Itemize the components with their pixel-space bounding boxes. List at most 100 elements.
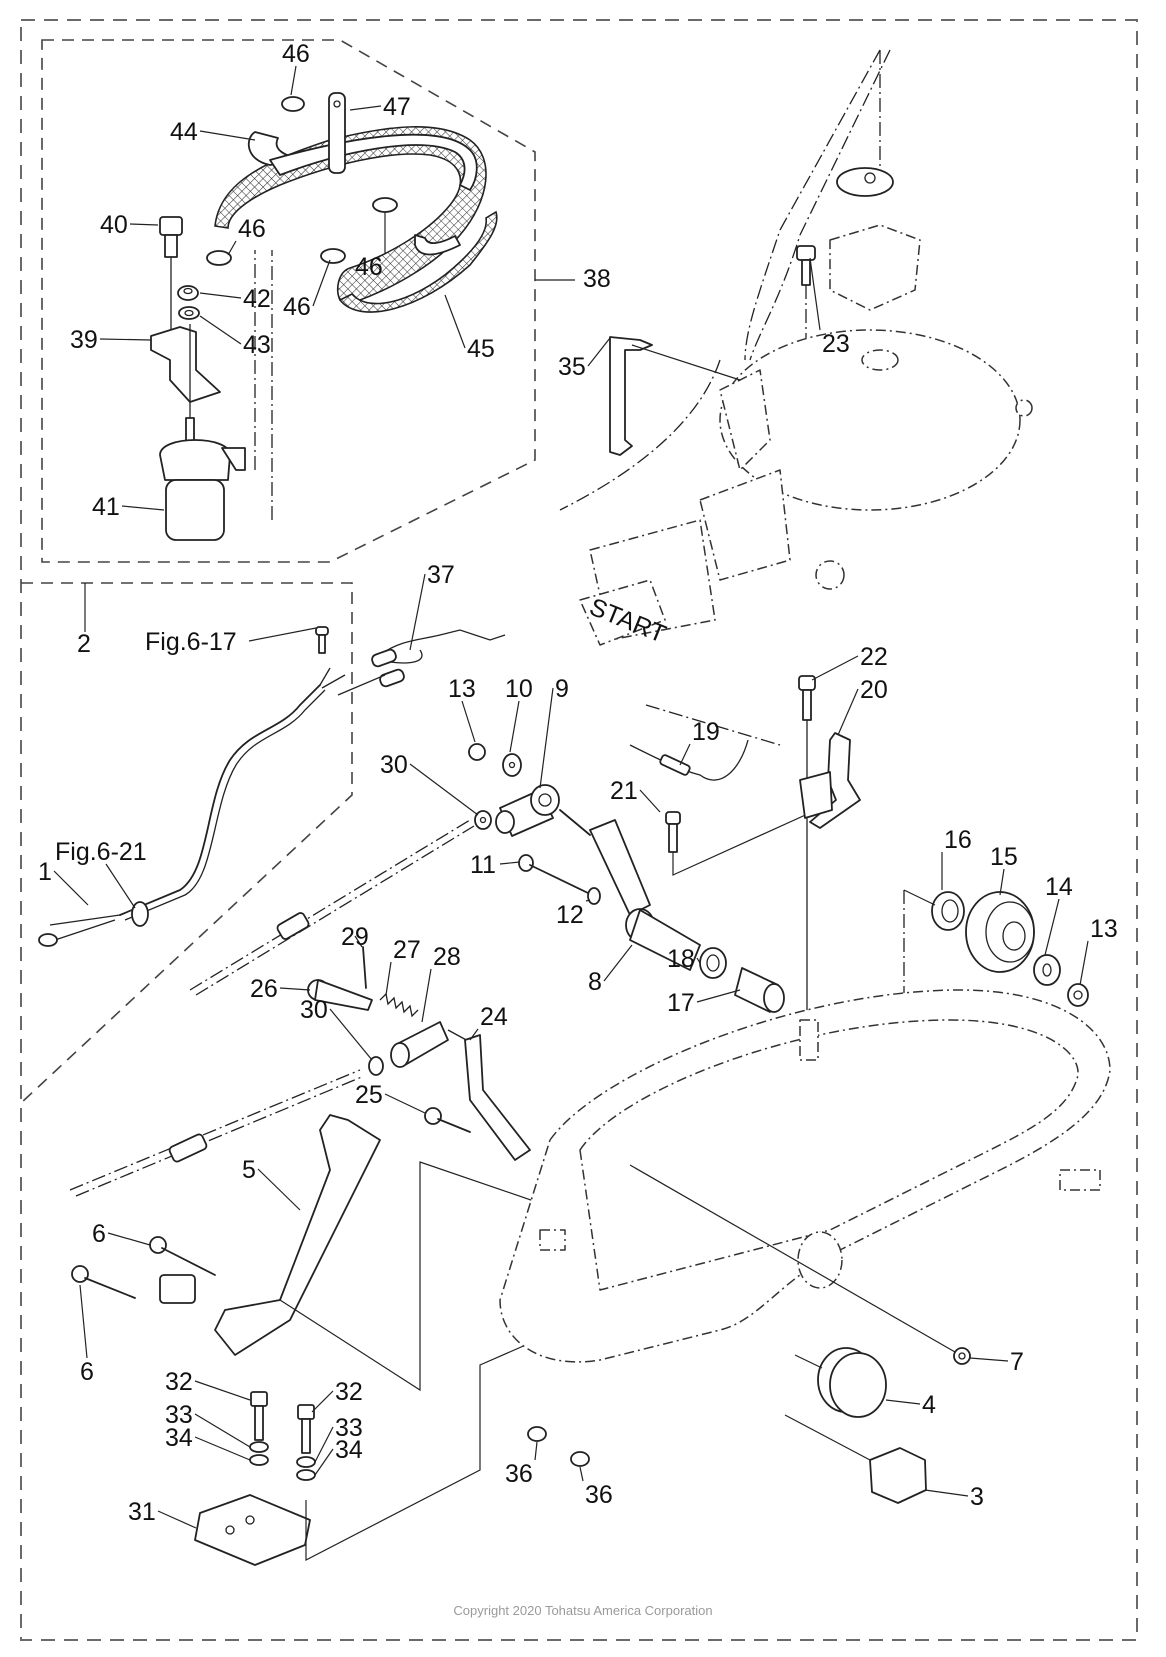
washer-30b [368,1056,384,1076]
leader-c36b [579,1466,584,1482]
leader-c5 [257,1168,301,1211]
callout-c15: 15 [990,843,1018,871]
leader-fig617 [248,627,317,642]
bolt-6b [71,1265,136,1299]
hose-clamp-46b [206,250,232,266]
leader-c43 [199,315,242,345]
callout-c6a: 6 [92,1220,106,1248]
leader-c13a [461,700,476,743]
callout-c31: 31 [128,1498,156,1526]
callout-c18: 18 [667,945,695,973]
grommet-4 [817,1347,887,1418]
callout-c44: 44 [170,118,198,146]
starter-lock-bracket [829,224,921,311]
wire-19 [629,739,749,781]
callout-c9: 9 [555,675,569,703]
subassembly-38-boundary [41,39,536,563]
callout-c24: 24 [480,1003,508,1031]
leader-c32a [194,1380,251,1401]
leader-c21 [639,789,661,813]
callout-c3: 3 [970,1483,984,1511]
callout-c26: 26 [250,975,278,1003]
callout-c20: 20 [860,676,888,704]
leader-c46b [227,240,237,256]
callout-c22: 22 [860,643,888,671]
leader-fig621 [105,863,136,909]
leader-c32b [311,1390,334,1413]
hose-clip-47 [328,92,346,174]
callout-c14: 14 [1045,873,1073,901]
fuel-filter-41 [159,250,273,541]
washer-30a [474,810,492,830]
bracket-20 [799,732,861,829]
leader-c12 [585,899,591,902]
bolt-6a [149,1236,216,1276]
pin-26 [307,979,373,1011]
hose-clamp-46a [281,96,305,112]
bolt-32b [297,1404,315,1454]
washer-10 [502,753,522,777]
guide-4 [794,1354,823,1369]
washer-12 [587,887,601,905]
leader-c37 [409,573,426,651]
callout-c34a: 34 [165,1424,193,1452]
bottom-cowling [499,989,1111,1363]
hose-clamp-46d [320,248,346,264]
callout-c35: 35 [558,353,586,381]
leader-c35 [587,337,611,367]
callout-c33b: 33 [335,1414,363,1442]
pulley-15 [965,891,1035,973]
nut-42 [177,285,199,301]
callout-fig617: Fig.6-17 [145,628,237,656]
callout-c39: 39 [70,326,98,354]
copyright-text: Copyright 2020 Tohatsu America Corporati… [453,1603,713,1618]
washers-33-34b [296,1456,316,1481]
lever-8 [559,809,701,971]
callout-c6b: 6 [80,1358,94,1386]
callout-c7: 7 [1010,1348,1024,1376]
recoil-starter [579,329,1033,646]
callout-c19: 19 [692,718,720,746]
guide-7 [629,1164,956,1353]
callout-c25: 25 [355,1081,383,1109]
outer-frame [20,19,1138,1641]
bracket-5 [159,1114,381,1356]
callout-c42: 42 [243,285,271,313]
nut-13b [1067,983,1089,1007]
callout-c13b: 13 [1090,915,1118,943]
leader-c30b [329,1008,373,1061]
bolt-21 [665,811,813,876]
callout-c36b: 36 [585,1481,613,1509]
callout-c36a: 36 [505,1460,533,1488]
leader-c23 [809,257,821,331]
fuel-hose-44 [247,131,478,191]
callout-c34b: 34 [335,1436,363,1464]
callout-c37: 37 [427,561,455,589]
starter-cables [559,49,891,511]
leader-c41 [121,505,165,511]
hose-clamp-46c [372,197,398,213]
spring-27 [379,992,419,1018]
leader-c3 [924,1489,969,1497]
callout-c45: 45 [467,335,495,363]
leader-c1 [53,870,89,906]
leader-16-guide [903,889,936,906]
callout-c27: 27 [393,936,421,964]
callout-c38: 38 [583,265,611,293]
callout-c29: 29 [341,923,369,951]
callout-c33a: 33 [165,1401,193,1429]
leader-c27 [385,961,392,996]
callout-c46d: 46 [283,293,311,321]
callout-c21: 21 [610,777,638,805]
leader-c18 [696,957,701,964]
harness-1 [38,667,346,947]
callout-c11: 11 [470,851,496,879]
leader-c26 [279,987,311,991]
nut-36a [527,1426,547,1442]
callout-c28: 28 [433,943,461,971]
leader-c28 [421,968,432,1023]
leader-c47 [349,105,382,111]
leader-c14 [1044,898,1060,956]
subassembly-2-boundary [20,582,353,1104]
leader-c20 [837,688,859,736]
